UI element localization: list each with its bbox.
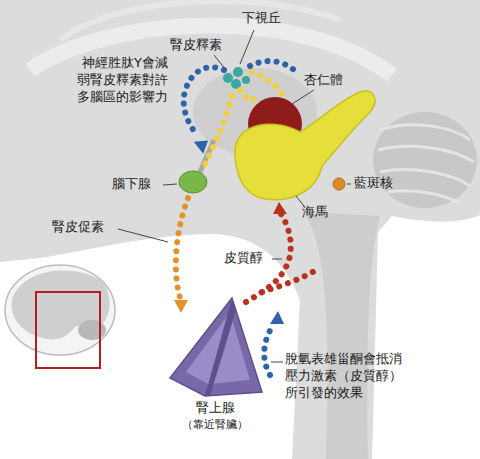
structure-label: 藍斑核 [354,175,414,192]
structure-label: 下視丘 [242,10,302,27]
leader-line [347,184,351,185]
adrenal-inner [186,312,250,384]
hypothalamus-cluster [223,67,250,89]
arrowhead [270,311,284,324]
brainstem [302,212,380,459]
leader-line [240,30,254,64]
leader-line [271,362,283,363]
crh-chain [240,90,256,100]
npy-chain [250,61,294,70]
inset-brain [5,265,115,355]
structure-note: （靠近腎臟） [170,418,260,432]
adrenal-gland [170,298,262,396]
locus-coeruleus [333,178,345,190]
crh-chain [252,72,284,98]
leader-line [272,259,282,260]
crh-chain [204,96,232,166]
inset-frame [36,292,100,368]
hormone-label: 腎皮促素 [52,219,118,236]
arrowhead [174,300,188,313]
structure-label: 腦下腺 [112,176,164,193]
note-text: 神經胜肽Y會減弱腎皮釋素對許多腦區的影響力 [70,54,168,105]
hippocampus [235,91,375,199]
arrowhead [191,136,208,154]
hormone-label: 腎皮釋素 [170,37,234,54]
leader-line [163,184,177,185]
hormone-chains [176,61,316,375]
structure-label: 腎上腺 [180,400,250,417]
hypothalamus-dot [242,76,250,84]
leader-line [214,55,226,70]
structure-label: 杏仁體 [304,72,364,89]
cortisol-chain [262,270,316,292]
pituitary [179,171,207,193]
adrenal-ridge [205,298,236,396]
note-text: 脫氫表雄甾酮會抵消壓力激素（皮質醇）所引發的效果 [285,350,407,401]
dhea-chain [264,324,274,375]
hypothalamus-dot [223,73,233,83]
leader-line [292,90,314,104]
structure-label: 海馬 [302,204,342,221]
inset-cerebellum [78,320,106,340]
leader-line [118,229,168,242]
hypothalamus-dot [233,67,243,77]
cerebellum [373,112,477,208]
inset-brain-shape [12,270,110,339]
npy-chain [184,67,224,136]
hormone-label: 皮質醇 [224,250,274,267]
acth-chain [176,198,188,298]
arrowhead [273,202,287,214]
cortex-fold [60,1,340,40]
cerebellum-folds [378,125,474,204]
